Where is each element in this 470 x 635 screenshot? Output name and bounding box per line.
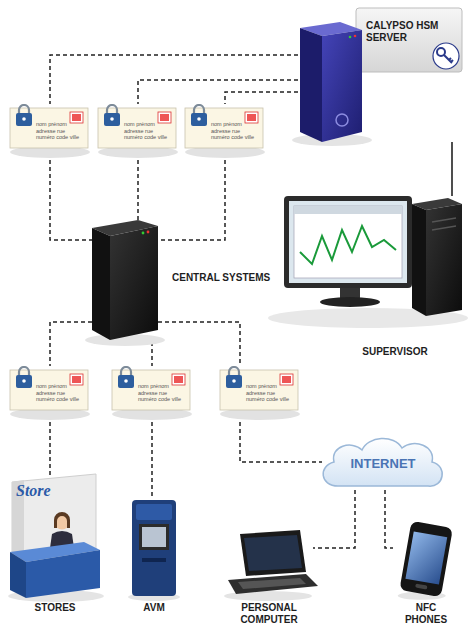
supervisor-station: SUPERVISOR: [270, 196, 464, 322]
dashed-connector: [225, 92, 298, 104]
dashed-connector: [385, 490, 393, 548]
envelope: [10, 367, 90, 420]
dashed-connector: [49, 422, 51, 478]
central-server: CENTRAL SYSTEMS: [92, 220, 158, 342]
node-label: CALYPSO HSM SERVER: [366, 20, 444, 44]
hsm-server: CALYPSO HSM SERVER: [298, 8, 463, 142]
dashed-connector: [50, 160, 92, 240]
node-label: CENTRAL SYSTEMS: [172, 272, 270, 284]
envelope: [10, 105, 90, 158]
node-label: nom prénom adresse rue numéro code ville: [124, 121, 170, 141]
node-label: PERSONAL COMPUTER: [219, 602, 319, 626]
internet-cloud: INTERNET: [322, 438, 444, 490]
nfc-phone: NFC PHONES: [393, 520, 459, 600]
central-server-illustration: [85, 220, 165, 346]
nfc-phone-illustration: [396, 521, 458, 608]
node-label: nom prénom adresse rue numéro code ville: [211, 121, 257, 141]
dashed-connector: [50, 55, 298, 104]
dashed-connector: [138, 80, 298, 104]
node-label: NFC PHONES: [401, 602, 451, 626]
store-illustration: [8, 474, 104, 602]
node-label: STORES: [8, 602, 102, 614]
node-label: nom prénom adresse rue numéro code ville: [36, 383, 82, 403]
dashed-connector: [313, 490, 355, 548]
envelope: [112, 367, 192, 420]
node-label: nom prénom adresse rue numéro code ville: [138, 383, 184, 403]
envelope: nom prénom adresse rue numéro code ville: [8, 104, 92, 160]
envelope: nom prénom adresse rue numéro code ville: [96, 104, 180, 160]
envelope: nom prénom adresse rue numéro code ville: [218, 366, 302, 422]
avm-kiosk-illustration: [128, 500, 180, 601]
dashed-connector: [151, 422, 153, 498]
envelope: [98, 105, 178, 158]
envelope: nom prénom adresse rue numéro code ville: [110, 366, 194, 422]
envelope: nom prénom adresse rue numéro code ville: [183, 104, 267, 160]
hsm-server-illustration: [292, 8, 462, 146]
laptop-illustration: [224, 530, 318, 601]
envelope: nom prénom adresse rue numéro code ville: [8, 366, 92, 422]
dashed-connector: [50, 322, 92, 366]
dashed-connector: [137, 160, 139, 220]
node-label: SUPERVISOR: [330, 346, 460, 358]
dashed-connector: [158, 160, 225, 240]
dashed-connector: [158, 322, 240, 366]
dashed-connector: [240, 422, 322, 462]
avm-kiosk: AVM: [130, 498, 178, 600]
supervisor-illustration: [268, 196, 468, 328]
store-sign: Store: [16, 482, 51, 500]
node-label: INTERNET: [322, 456, 444, 471]
envelope: [185, 105, 265, 158]
node-label: AVM: [120, 602, 188, 614]
node-label: nom prénom adresse rue numéro code ville: [36, 121, 82, 141]
envelope: [220, 367, 300, 420]
node-label: nom prénom adresse rue numéro code ville: [246, 383, 292, 403]
personal-computer: PERSONAL COMPUTER: [225, 530, 313, 602]
solid-connector: [451, 142, 453, 196]
dashed-connector: [151, 342, 153, 366]
